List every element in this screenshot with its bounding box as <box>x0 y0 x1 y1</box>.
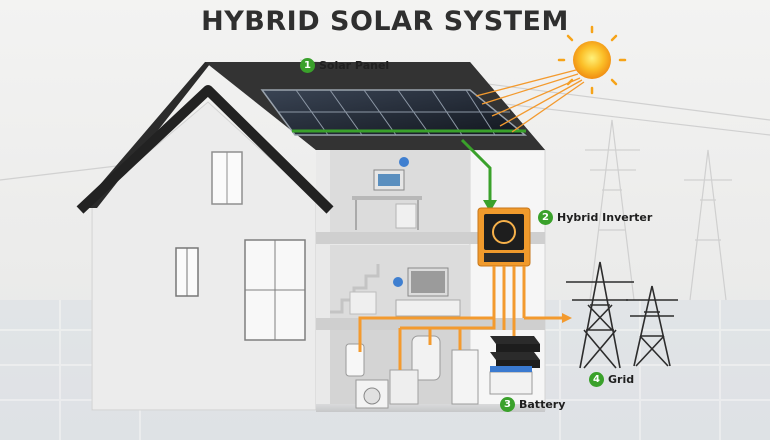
diagram-title: HYBRID SOLAR SYSTEM <box>201 6 569 37</box>
callout-label: Solar Panel <box>319 59 390 72</box>
tv-cabinet <box>395 299 461 317</box>
wifi-globe-icon <box>399 157 409 167</box>
sun-icon <box>475 25 627 133</box>
badge-number: 4 <box>589 372 604 387</box>
callout-battery: 3 Battery <box>500 397 565 412</box>
callout-solar-panel: 1 Solar Panel <box>300 58 389 73</box>
boiler <box>411 335 441 381</box>
badge-number: 1 <box>300 58 315 73</box>
battery-unit <box>489 371 533 395</box>
ac-flow-lines <box>358 266 565 370</box>
callout-hybrid-inverter: 2 Hybrid Inverter <box>538 210 652 225</box>
solar-panel-array <box>260 89 528 136</box>
grid-arrowhead <box>562 313 572 323</box>
dc-flow-arrow <box>460 138 492 204</box>
callout-label: Battery <box>519 398 566 411</box>
hybrid-inverter <box>477 207 531 267</box>
callout-label: Hybrid Inverter <box>557 211 653 224</box>
grid-towers <box>566 261 678 369</box>
dryer <box>451 349 479 405</box>
battery-bank <box>489 336 540 395</box>
callout-grid: 4 Grid <box>589 372 634 387</box>
badge-number: 3 <box>500 397 515 412</box>
desk <box>352 196 422 200</box>
badge-number: 2 <box>538 210 553 225</box>
staircase <box>330 264 380 314</box>
callout-label: Grid <box>608 373 635 386</box>
